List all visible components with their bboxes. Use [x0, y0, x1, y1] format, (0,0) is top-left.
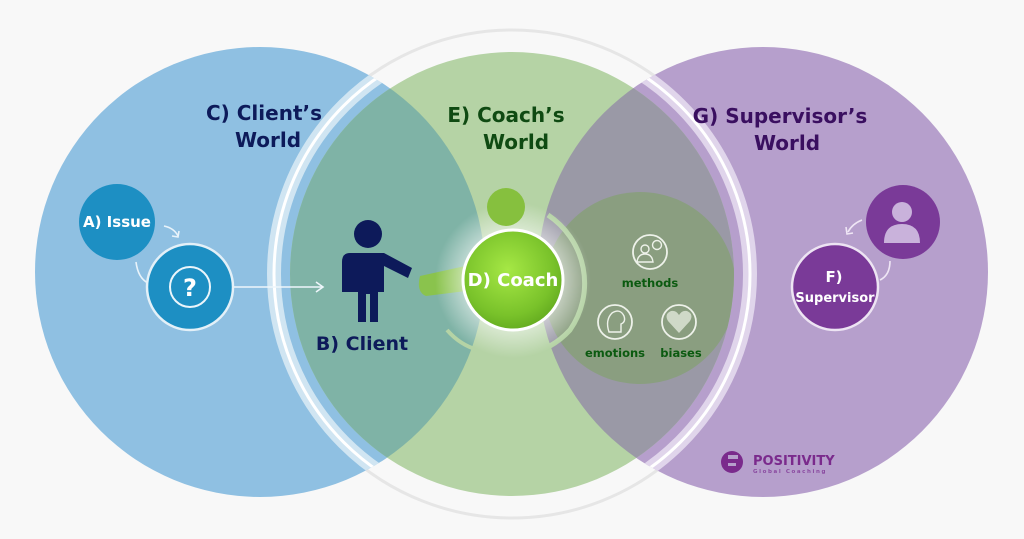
emotions-label: emotions	[585, 346, 645, 360]
coach-world-title-line2: World	[483, 130, 549, 154]
factor-emotions[interactable]: emotions	[585, 304, 645, 360]
question-mark-icon	[169, 266, 211, 308]
client-coach-overlap	[290, 52, 485, 496]
coach-head-icon	[487, 188, 525, 226]
issue-label: A) Issue	[83, 213, 151, 231]
question-glyph: ?	[183, 274, 197, 302]
coach-label: D) Coach	[468, 270, 559, 291]
client-world-title-line2: World	[235, 128, 301, 152]
coach-world-title-line1: E) Coach’s	[447, 103, 564, 127]
arrow-supervisor-to-person	[879, 260, 891, 281]
logo-tagline: Global Coaching	[753, 469, 827, 475]
heart-icon	[661, 304, 697, 340]
coach-supervisor-overlap	[538, 52, 734, 496]
logo-p-icon	[721, 451, 743, 473]
client-world-title-line1: C) Client’s	[206, 101, 322, 125]
coach-node[interactable]: D) Coach	[461, 228, 565, 332]
issue-node[interactable]: A) Issue	[79, 184, 155, 260]
supervisor-world-title-line1: G) Supervisor’s	[693, 104, 868, 128]
teaching-icon-bubble	[651, 239, 663, 251]
client-label: B) Client	[316, 333, 408, 355]
arrow-head-icon	[845, 226, 854, 235]
supervisor-ring-line	[538, 47, 752, 497]
logo-name: POSITIVITY	[753, 454, 835, 469]
arrow-issue-to-question	[163, 225, 179, 237]
biases-label: biases	[660, 346, 702, 360]
methods-label: methods	[622, 276, 679, 290]
arrow-head-icon	[171, 230, 180, 238]
head-profile-icon-shape	[606, 310, 626, 333]
positivity-logo: POSITIVITY Global Coaching	[721, 451, 835, 475]
heart-icon-shape	[666, 310, 692, 333]
teaching-icon-head	[640, 244, 650, 254]
teaching-icon	[632, 234, 668, 270]
client-person-icon	[342, 220, 412, 322]
supervisor-world-title-line2: World	[754, 131, 820, 155]
supervisor-person-node[interactable]	[866, 185, 940, 259]
factor-biases[interactable]: biases	[660, 304, 702, 360]
client-ring-line	[272, 47, 485, 497]
supervisor-label-line1: F)	[825, 268, 842, 286]
head-profile-icon	[597, 304, 633, 340]
supervisor-label-line2: Supervisor	[795, 291, 875, 306]
person-icon	[884, 202, 920, 243]
supervisor-node[interactable]: F) Supervisor	[790, 242, 880, 332]
factor-methods[interactable]: methods	[622, 234, 679, 290]
arrow-head-icon	[315, 281, 325, 293]
question-node[interactable]: ?	[145, 242, 235, 332]
coach-arc-left	[445, 328, 479, 352]
teaching-icon-body	[636, 253, 654, 263]
arrow-person-to-supervisor	[847, 219, 863, 233]
